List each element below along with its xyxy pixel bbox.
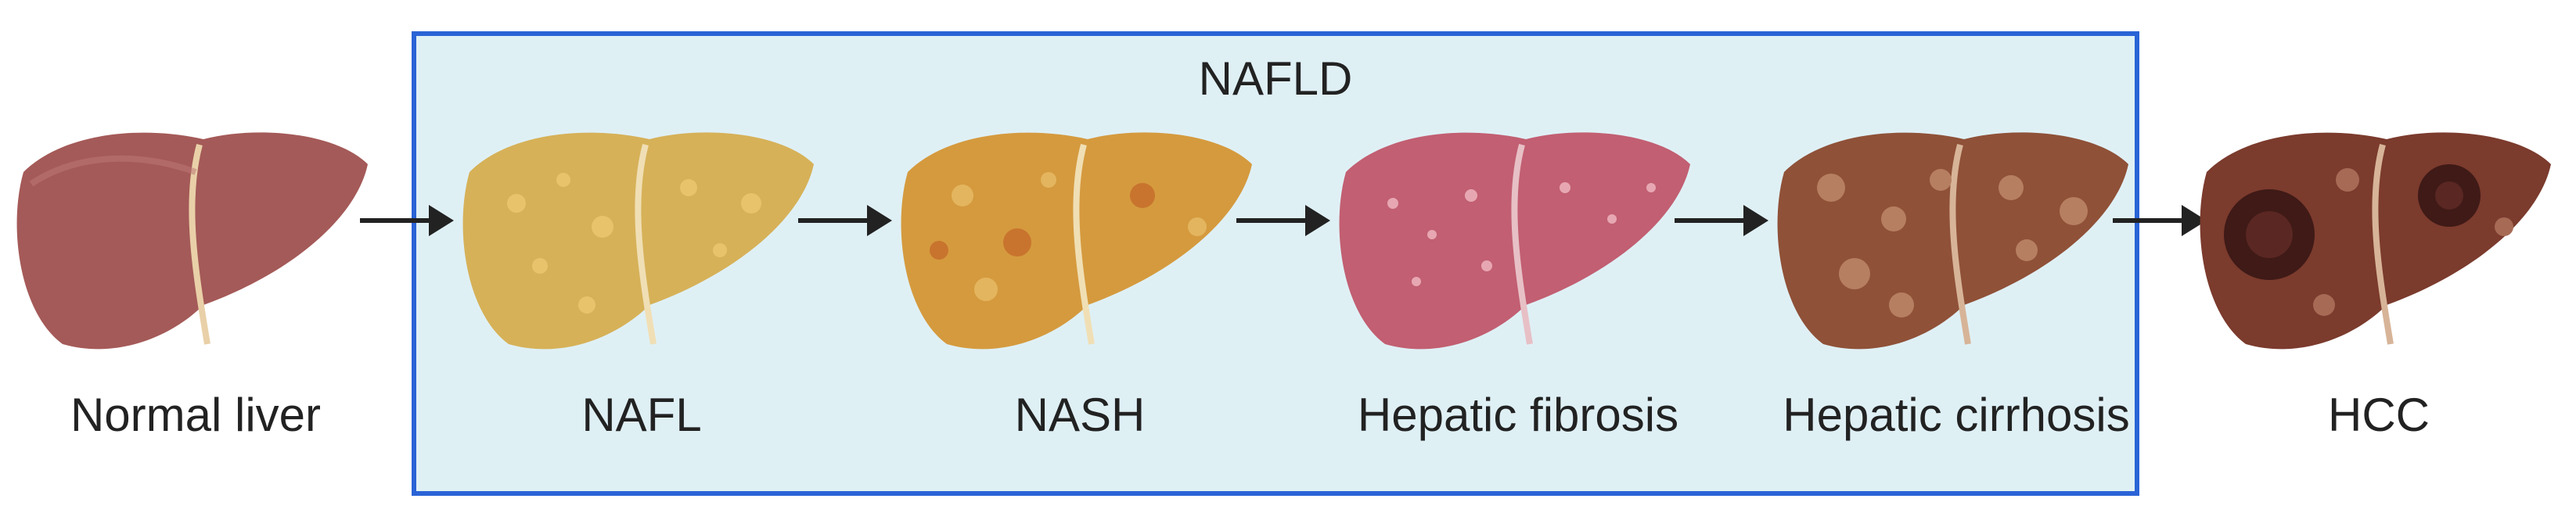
stage-label-nash: NASH xyxy=(1014,389,1146,441)
hcc-liver-icon xyxy=(2191,109,2567,368)
stage-label-normal-liver: Normal liver xyxy=(70,389,322,441)
cirrhosis-liver-icon xyxy=(1768,109,2144,368)
normal-liver-icon xyxy=(8,109,383,368)
arrow-icon xyxy=(360,199,454,242)
nafld-group-label: NAFLD xyxy=(1198,52,1353,105)
stage-label-hcc: HCC xyxy=(2328,389,2430,441)
nafl-liver-icon xyxy=(454,109,829,368)
stage-label-hepatic-fibrosis: Hepatic fibrosis xyxy=(1357,389,1679,441)
arrow-icon xyxy=(1675,199,1768,242)
arrow-icon xyxy=(798,199,892,242)
stage-label-nafl: NAFL xyxy=(581,389,702,441)
stage-label-hepatic-cirrhosis: Hepatic cirrhosis xyxy=(1783,389,2130,441)
arrow-icon xyxy=(2113,199,2207,242)
nash-liver-icon xyxy=(892,109,1268,368)
arrow-icon xyxy=(1236,199,1330,242)
fibrosis-liver-icon xyxy=(1330,109,1706,368)
